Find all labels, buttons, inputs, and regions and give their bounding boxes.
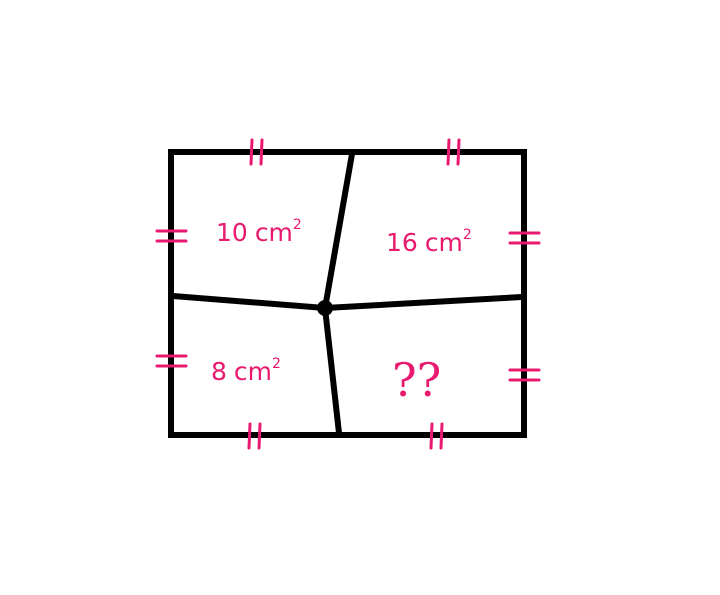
- area-unit: cm: [425, 228, 463, 257]
- area-value: 10: [216, 218, 248, 247]
- tick-left-lower: [155, 354, 188, 368]
- area-exponent: 2: [272, 356, 281, 372]
- area-value: 8: [211, 357, 227, 386]
- area-unit: cm: [234, 357, 272, 386]
- tick-right-upper: [508, 231, 541, 245]
- tick-bottom-right: [429, 422, 444, 450]
- tick-top-left: [249, 138, 264, 166]
- area-exponent: 2: [463, 227, 472, 243]
- segment-to-right-midpoint: [322, 294, 525, 311]
- segment-to-top-midpoint: [322, 151, 355, 311]
- unknown-area-label: ??: [392, 353, 441, 407]
- tick-bottom-left: [247, 422, 262, 450]
- outer-rectangle: [168, 149, 527, 438]
- tick-top-right: [446, 138, 461, 166]
- segment-to-left-midpoint: [170, 293, 328, 311]
- area-unit: cm: [255, 218, 293, 247]
- tick-right-lower: [508, 368, 541, 382]
- tick-left-upper: [155, 229, 188, 243]
- area-exponent: 2: [293, 217, 302, 233]
- interior-point: [317, 300, 333, 316]
- segment-to-bottom-midpoint: [322, 305, 342, 436]
- area-value: 16: [386, 228, 418, 257]
- tick-marks: [155, 138, 541, 450]
